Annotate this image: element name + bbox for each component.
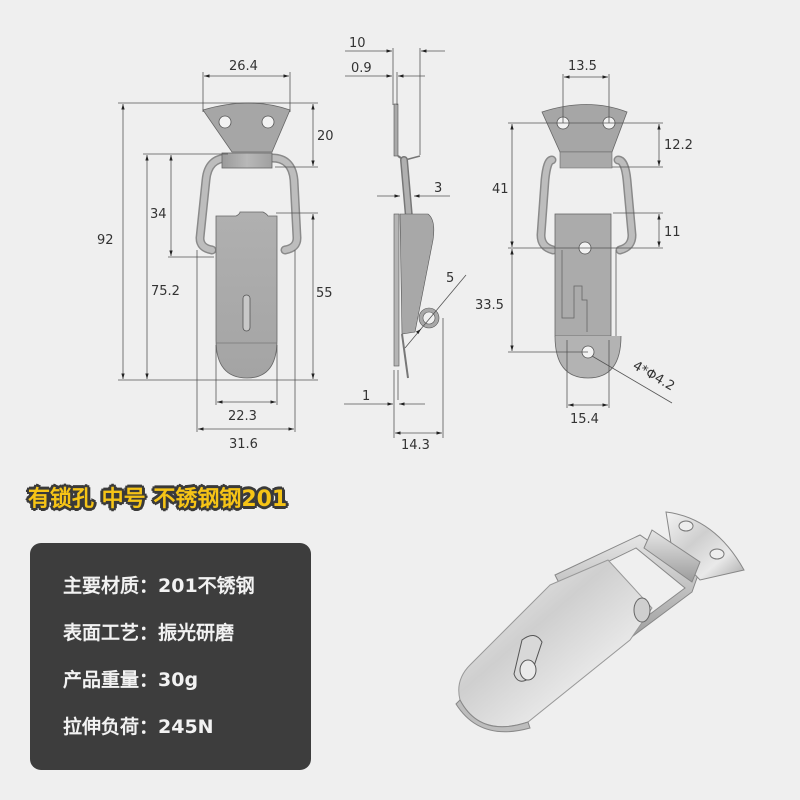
dim-hole-spec: 4*Φ4.2 — [630, 358, 677, 394]
spec-label: 表面工艺： — [63, 622, 159, 644]
technical-drawing: 26.4 92 20 34 75.2 55 22.3 31.6 — [97, 36, 693, 453]
spec-row-load: 拉伸负荷：245N — [63, 712, 214, 739]
dim-bottom-width: 15.4 — [570, 412, 599, 427]
product-photo — [455, 511, 745, 733]
side-view: 10 0.9 3 5 1 14.3 — [344, 36, 467, 453]
back-view: 13.5 12.2 41 11 33.5 15.4 4*Φ4.2 — [475, 59, 693, 427]
spec-value: 30g — [158, 669, 199, 691]
dim-plate-height: 20 — [317, 129, 334, 144]
dim-lower-hole-spacing: 33.5 — [475, 298, 504, 313]
dim-overall-depth: 14.3 — [401, 438, 430, 453]
dim-wire-diameter: 3 — [434, 181, 442, 196]
dim-base-thickness: 1 — [362, 389, 370, 404]
spec-row-material: 主要材质：201不锈钢 — [63, 571, 255, 598]
dim-top-width: 26.4 — [229, 59, 258, 74]
dim-plate-thickness: 0.9 — [351, 61, 372, 76]
dim-hole-to-pivot: 41 — [492, 182, 509, 197]
dim-hole-spacing-top: 13.5 — [568, 59, 597, 74]
spec-value: 245N — [158, 716, 214, 738]
dim-plate-hole-offset: 12.2 — [664, 138, 693, 153]
dim-top-depth: 10 — [349, 36, 366, 51]
dim-hoop-length: 34 — [150, 207, 167, 222]
spec-row-finish: 表面工艺：振光研磨 — [63, 618, 234, 645]
product-title: 有锁孔 中号 不锈钢钢201 — [28, 487, 288, 512]
dim-hasp-height: 55 — [316, 286, 333, 301]
spec-label: 产品重量： — [63, 669, 159, 691]
spec-value: 201不锈钢 — [158, 575, 255, 597]
dim-pivot-offset: 11 — [664, 225, 681, 240]
spec-label: 主要材质： — [63, 575, 159, 597]
spec-panel: 主要材质：201不锈钢 表面工艺：振光研磨 产品重量：30g 拉伸负荷：245N — [30, 543, 311, 770]
dim-ring-diameter: 5 — [446, 271, 454, 286]
spec-row-weight: 产品重量：30g — [63, 665, 198, 692]
spec-value: 振光研磨 — [158, 622, 235, 644]
front-view: 26.4 92 20 34 75.2 55 22.3 31.6 — [97, 59, 334, 452]
dim-hasp-width: 22.3 — [228, 409, 257, 424]
spec-label: 拉伸负荷： — [63, 716, 159, 738]
dim-lower-height: 75.2 — [151, 284, 180, 299]
dim-overall-width: 31.6 — [229, 437, 258, 452]
dim-overall-height: 92 — [97, 233, 114, 248]
